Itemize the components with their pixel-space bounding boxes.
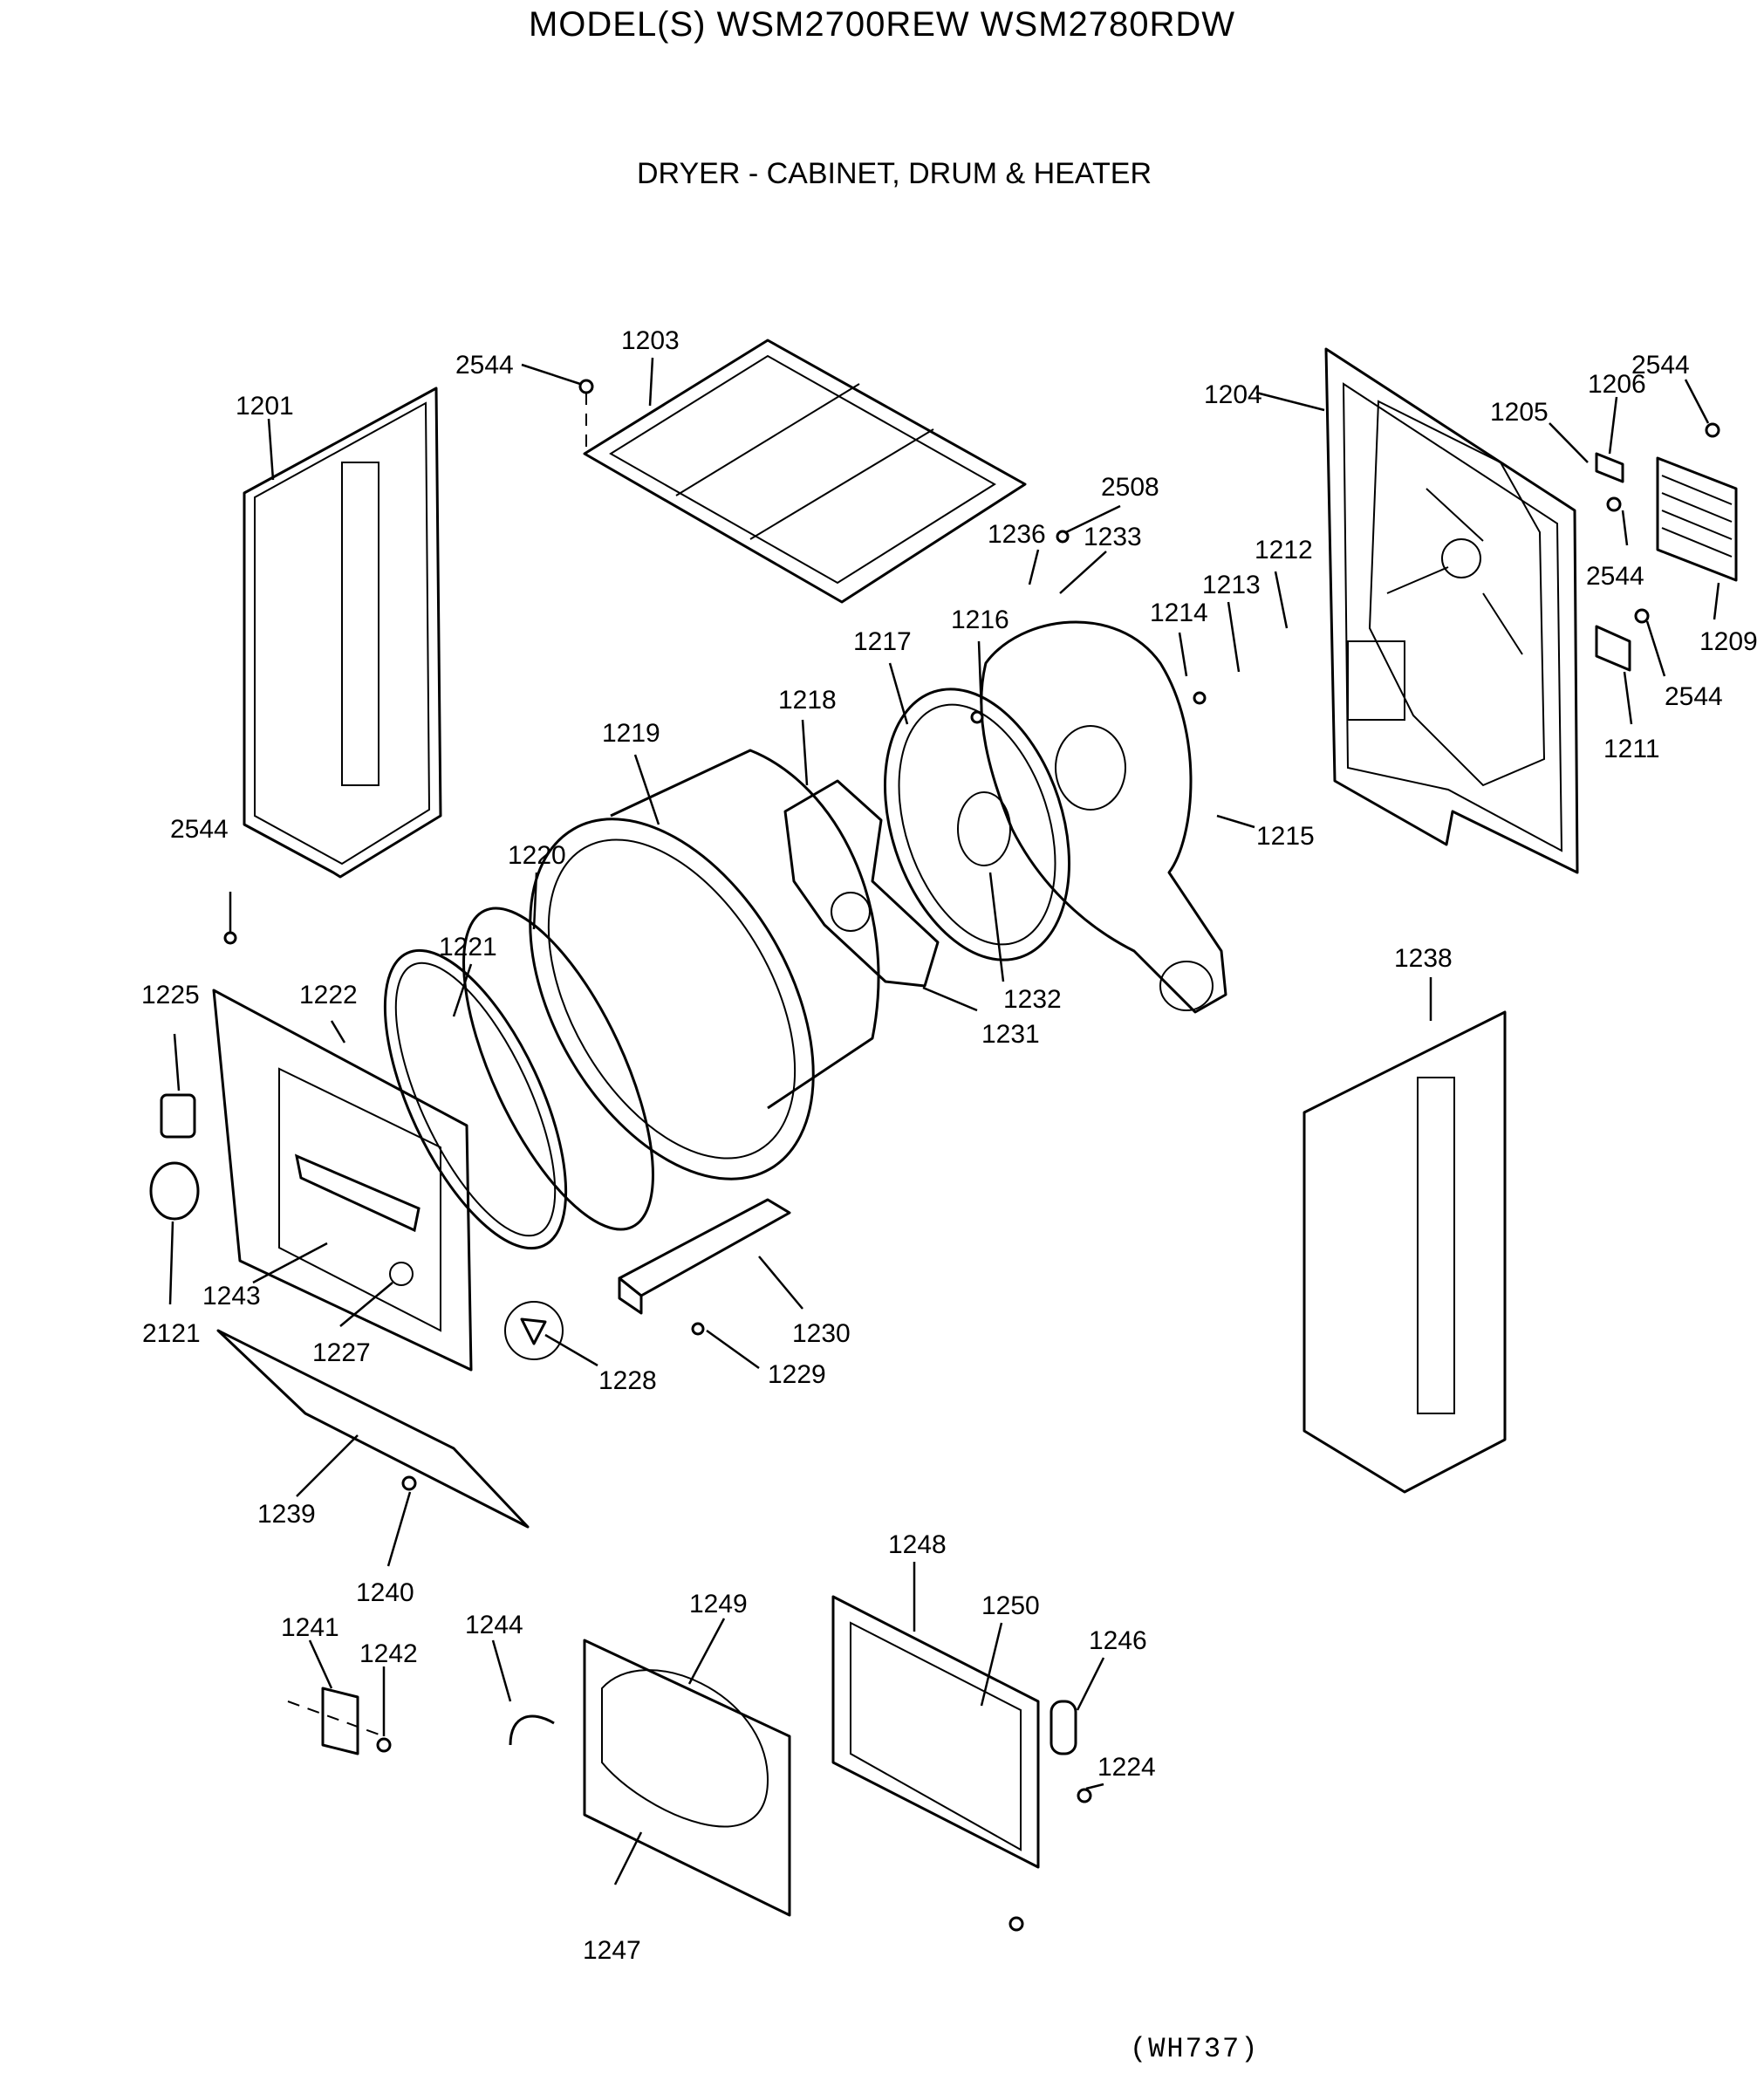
callout-1230: 1230 — [792, 1319, 851, 1348]
callout-1236: 1236 — [988, 520, 1046, 549]
callout-1229: 1229 — [768, 1360, 826, 1389]
callout-1225: 1225 — [141, 981, 200, 1009]
page-title: MODEL(S) WSM2700REW WSM2780RDW — [528, 5, 1236, 44]
part-1206-bracket — [1595, 452, 1624, 483]
callout-1212: 1212 — [1255, 536, 1313, 565]
callout-1215: 1215 — [1256, 822, 1315, 851]
callout-1216: 1216 — [951, 606, 1009, 634]
callout-2544: 2544 — [170, 815, 229, 844]
part-1218-heater — [783, 779, 940, 988]
part-1238-side-panel — [1302, 1010, 1507, 1494]
callout-1239: 1239 — [257, 1500, 316, 1529]
part-1241-hinge — [287, 1687, 385, 1755]
callout-1203: 1203 — [621, 326, 680, 355]
callout-1228: 1228 — [598, 1366, 657, 1395]
part-1239-toe-panel — [216, 1329, 530, 1529]
callout-1246: 1246 — [1089, 1626, 1147, 1655]
part-1204-rear-panel — [1324, 347, 1579, 874]
callout-1249: 1249 — [689, 1590, 748, 1618]
callout-1250: 1250 — [981, 1591, 1040, 1620]
callout-1205: 1205 — [1490, 398, 1549, 427]
part-1211-cover — [1595, 625, 1631, 672]
part-1221-seal — [383, 948, 568, 1250]
diagram-subtitle: DRYER - CABINET, DRUM & HEATER — [637, 157, 1152, 190]
part-1209-grille — [1656, 456, 1738, 582]
part-1215-bulkhead — [980, 620, 1227, 1014]
callout-1238: 1238 — [1394, 944, 1453, 973]
callout-1244: 1244 — [465, 1611, 523, 1639]
callout-2544: 2544 — [455, 351, 514, 380]
callout-1206: 1206 — [1588, 370, 1646, 399]
callout-2121: 2121 — [142, 1319, 201, 1348]
callout-2508: 2508 — [1101, 473, 1159, 502]
callout-1201: 1201 — [236, 392, 294, 421]
callout-1219: 1219 — [602, 719, 660, 748]
callout-1242: 1242 — [359, 1639, 418, 1668]
part-1230-duct — [618, 1198, 791, 1315]
diagram-code: (WH737) — [1130, 2033, 1260, 2065]
callout-1217: 1217 — [853, 627, 912, 656]
leader-lines — [168, 357, 1720, 1885]
callout-1243: 1243 — [202, 1282, 261, 1310]
callout-1209: 1209 — [1699, 627, 1758, 656]
callout-2544: 2544 — [1631, 351, 1690, 380]
screw-markers — [223, 379, 1720, 1932]
callout-1211: 1211 — [1603, 735, 1660, 763]
part-1222-front-panel — [212, 989, 473, 1372]
callout-1233: 1233 — [1084, 523, 1142, 551]
callout-1220: 1220 — [508, 841, 566, 870]
part-1220-seal — [462, 907, 654, 1231]
part-1203-top-panel — [583, 339, 1027, 604]
callout-1241: 1241 — [281, 1613, 339, 1642]
part-2121-knob — [149, 1161, 200, 1221]
part-1244-handle — [509, 1714, 555, 1746]
callout-2544: 2544 — [1665, 682, 1723, 711]
callout-labels: 1201 1203 2544 1204 1205 1206 2544 2508 … — [141, 326, 1758, 1965]
callout-1227: 1227 — [312, 1338, 371, 1367]
callout-1214: 1214 — [1150, 599, 1208, 627]
callout-1218: 1218 — [778, 686, 837, 715]
callout-1221: 1221 — [439, 933, 497, 961]
callout-1213: 1213 — [1202, 571, 1261, 599]
callout-1240: 1240 — [356, 1578, 414, 1607]
callout-1247: 1247 — [583, 1936, 641, 1965]
callout-1231: 1231 — [981, 1020, 1040, 1049]
part-1219-drum — [529, 749, 880, 1180]
part-1225-switch — [160, 1093, 196, 1139]
callout-1222: 1222 — [299, 981, 358, 1009]
callout-2544: 2544 — [1586, 562, 1644, 591]
callout-1232: 1232 — [1003, 985, 1062, 1014]
callout-1248: 1248 — [888, 1530, 947, 1559]
part-1246-pad — [1050, 1700, 1077, 1755]
callout-1224: 1224 — [1097, 1753, 1156, 1782]
callout-1204: 1204 — [1204, 380, 1262, 409]
part-1217-ring — [883, 688, 1071, 961]
part-1248-outer-door — [831, 1595, 1040, 1869]
part-1201-side-panel — [243, 387, 442, 879]
part-1228-latch — [504, 1301, 564, 1360]
part-1249-inner-door — [583, 1639, 791, 1917]
